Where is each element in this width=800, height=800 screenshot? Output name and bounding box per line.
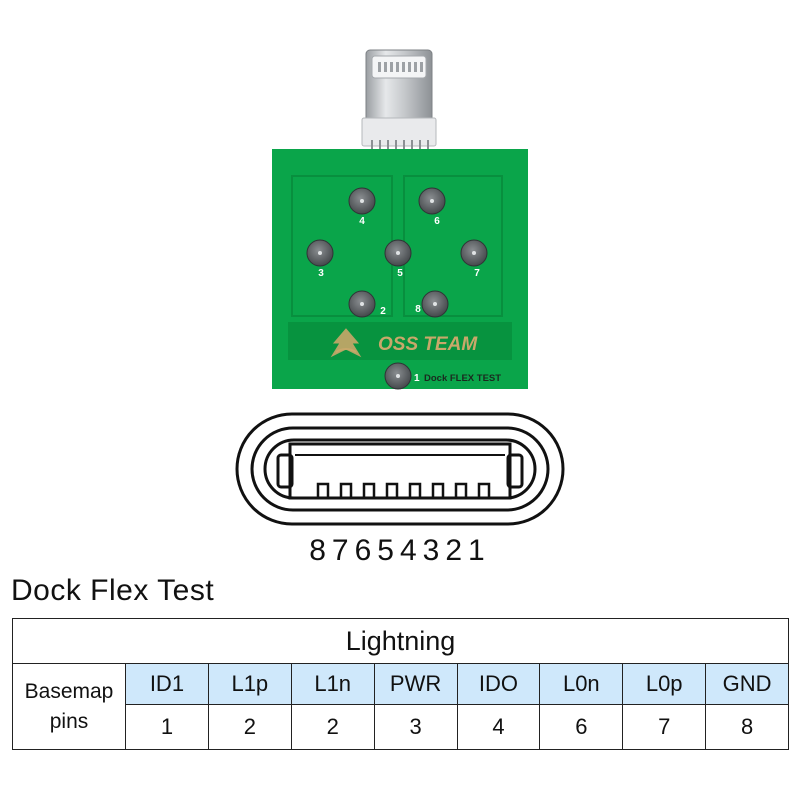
pad-label: 8 bbox=[415, 304, 421, 315]
pad-6 bbox=[418, 187, 446, 215]
pin-cell: 1 bbox=[125, 704, 209, 750]
pad-label: 3 bbox=[318, 268, 324, 279]
row-label: Basemap pins bbox=[12, 663, 126, 750]
pcb-board: 4 6 3 5 7 2 8 OSS TEAM 1 Dock FLEX TEST bbox=[272, 149, 528, 390]
board-caption: Dock FLEX TEST bbox=[424, 373, 501, 384]
pad-5 bbox=[384, 239, 412, 267]
table-header-row: Lightning bbox=[12, 618, 789, 664]
caption-number: 1 bbox=[414, 373, 420, 384]
pad-7 bbox=[460, 239, 488, 267]
table-header: Lightning bbox=[12, 618, 789, 664]
pin-cell: 4 bbox=[456, 704, 541, 750]
pin-cell: 6 bbox=[539, 704, 624, 750]
pin-cell: 2 bbox=[207, 704, 292, 750]
pad-1 bbox=[384, 362, 412, 390]
section-title: Dock Flex Test bbox=[11, 574, 215, 607]
pin-cell: 2 bbox=[290, 704, 375, 750]
pad-8 bbox=[421, 290, 449, 318]
signal-cell: L1p bbox=[207, 663, 292, 705]
pinout-table: Lightning Basemap pins ID1 L1p L1n PWR I… bbox=[12, 618, 789, 750]
pad-4 bbox=[348, 187, 376, 215]
pin-cell: 7 bbox=[622, 704, 707, 750]
signal-cell: PWR bbox=[373, 663, 458, 705]
lightning-port-diagram bbox=[235, 412, 565, 526]
pad-label: 6 bbox=[434, 216, 440, 227]
lightning-plug bbox=[361, 49, 437, 166]
signal-cell: L0p bbox=[622, 663, 707, 705]
pad-3 bbox=[306, 239, 334, 267]
signal-cell: IDO bbox=[456, 663, 541, 705]
signal-cell: L1n bbox=[290, 663, 375, 705]
signal-cell: ID1 bbox=[125, 663, 209, 705]
product-illustration: 4 6 3 5 7 2 8 OSS TEAM 1 Dock FLEX TEST bbox=[235, 49, 565, 526]
brand-name: OSS TEAM bbox=[378, 334, 478, 355]
pin-cell: 3 bbox=[373, 704, 458, 750]
pad-label: 7 bbox=[474, 268, 480, 279]
signal-cell: GND bbox=[705, 663, 789, 705]
pad-label: 4 bbox=[359, 216, 365, 227]
oss-team-logo-icon bbox=[330, 328, 362, 358]
signal-cell: L0n bbox=[539, 663, 624, 705]
connector-pin-order: 87654321 bbox=[309, 534, 491, 567]
pad-label: 2 bbox=[380, 306, 386, 317]
pad-label: 5 bbox=[397, 268, 403, 279]
pin-cell: 8 bbox=[705, 704, 789, 750]
table-row: 1 2 2 3 4 6 7 8 bbox=[13, 704, 789, 750]
pad-2 bbox=[348, 290, 376, 318]
table-row: Basemap pins ID1 L1p L1n PWR IDO L0n L0p… bbox=[12, 663, 789, 750]
